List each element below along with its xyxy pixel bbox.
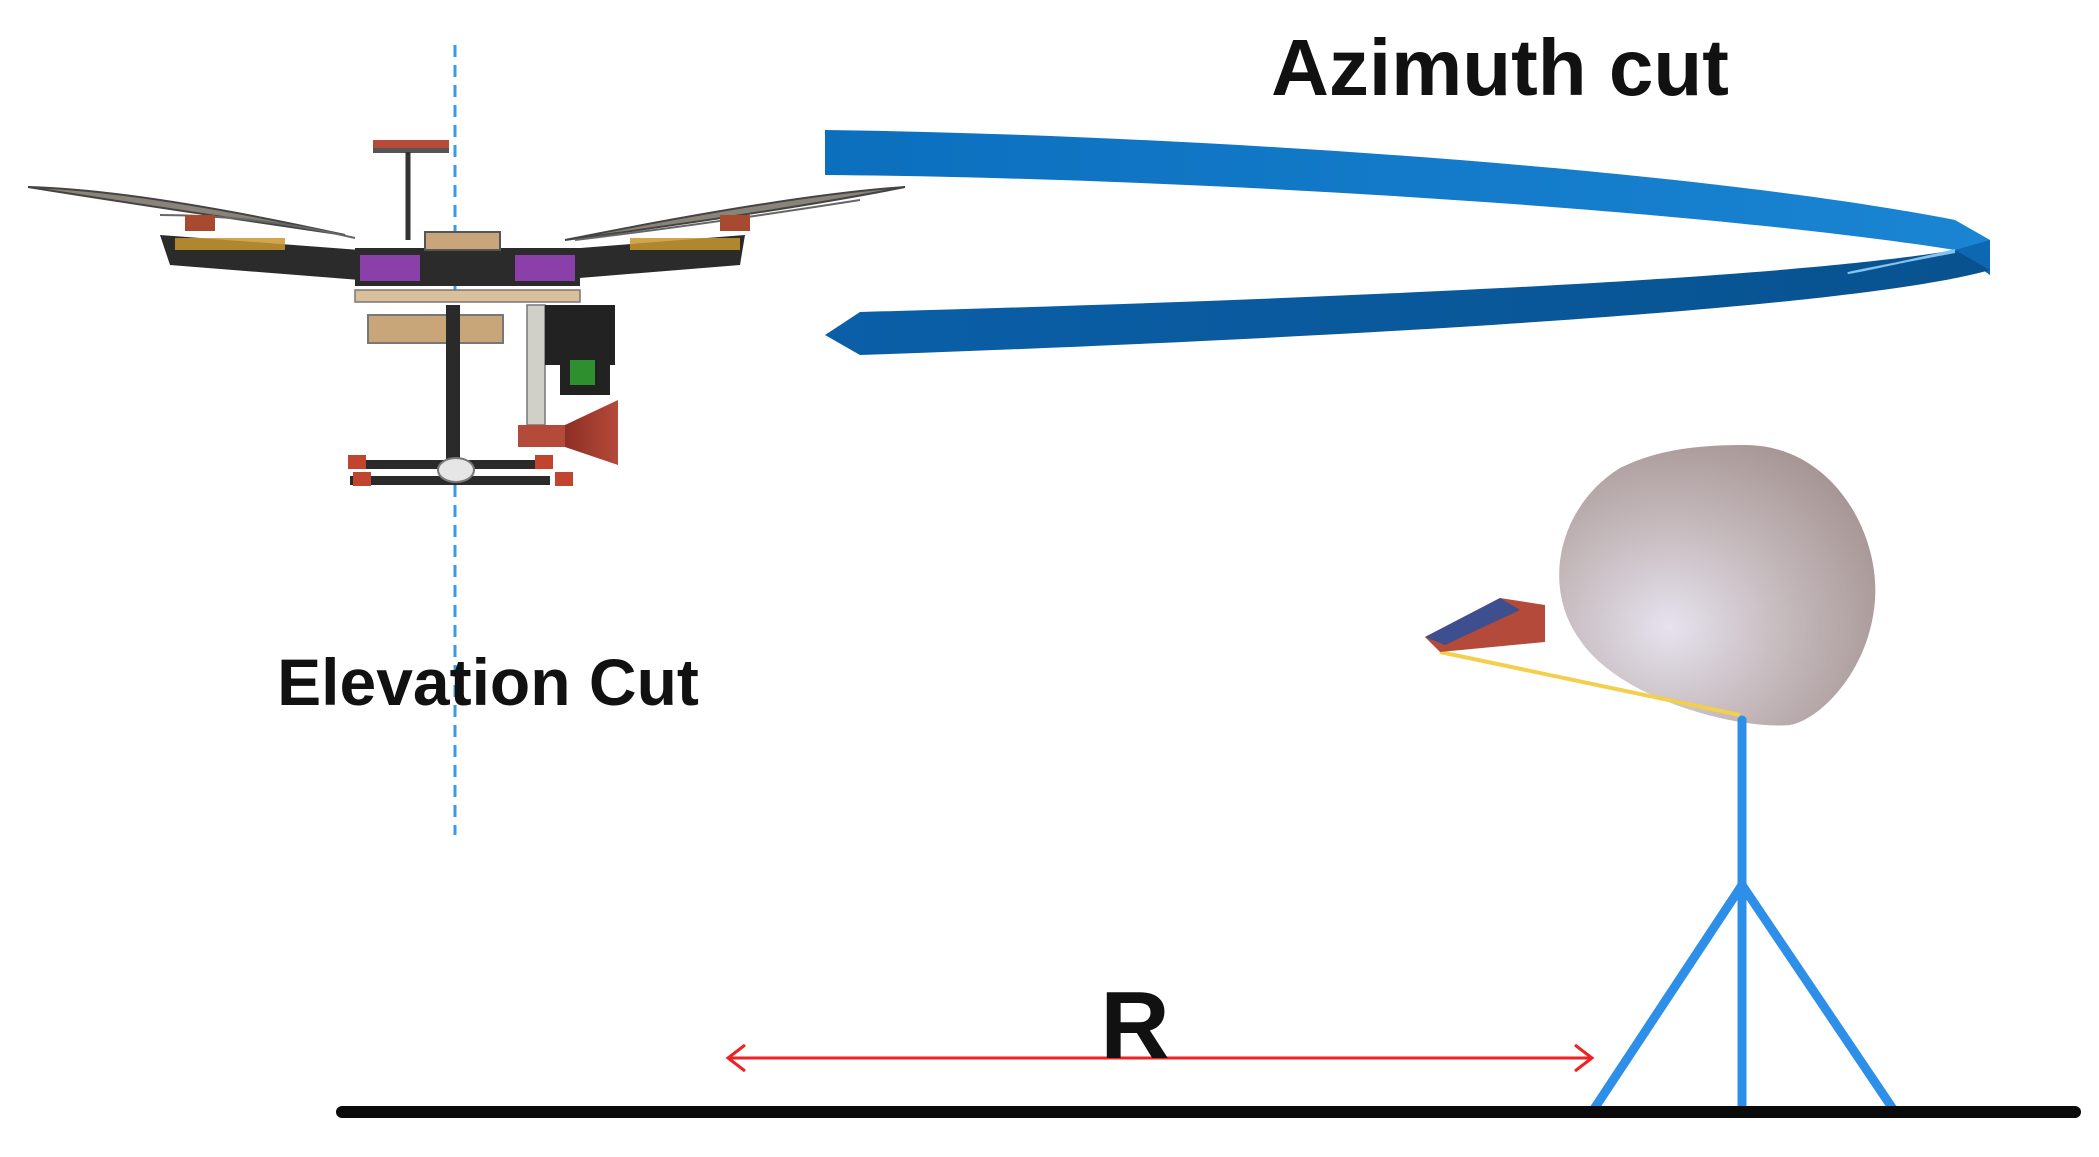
parabolic-dish-antenna-icon: [1439, 445, 1876, 726]
tripod-stand-icon: [1587, 715, 1900, 1117]
range-arrow: [725, 1043, 1595, 1073]
azimuth-ribbon: [825, 130, 1990, 355]
elevation-cut-label: Elevation Cut: [277, 645, 699, 719]
quadcopter-drone-icon: [27, 140, 906, 486]
horn-antenna-icon: [518, 400, 618, 465]
feed-horn-icon: [1425, 598, 1545, 652]
range-label: R: [1100, 972, 1169, 1079]
azimuth-cut-label: Azimuth cut: [1271, 23, 1729, 112]
